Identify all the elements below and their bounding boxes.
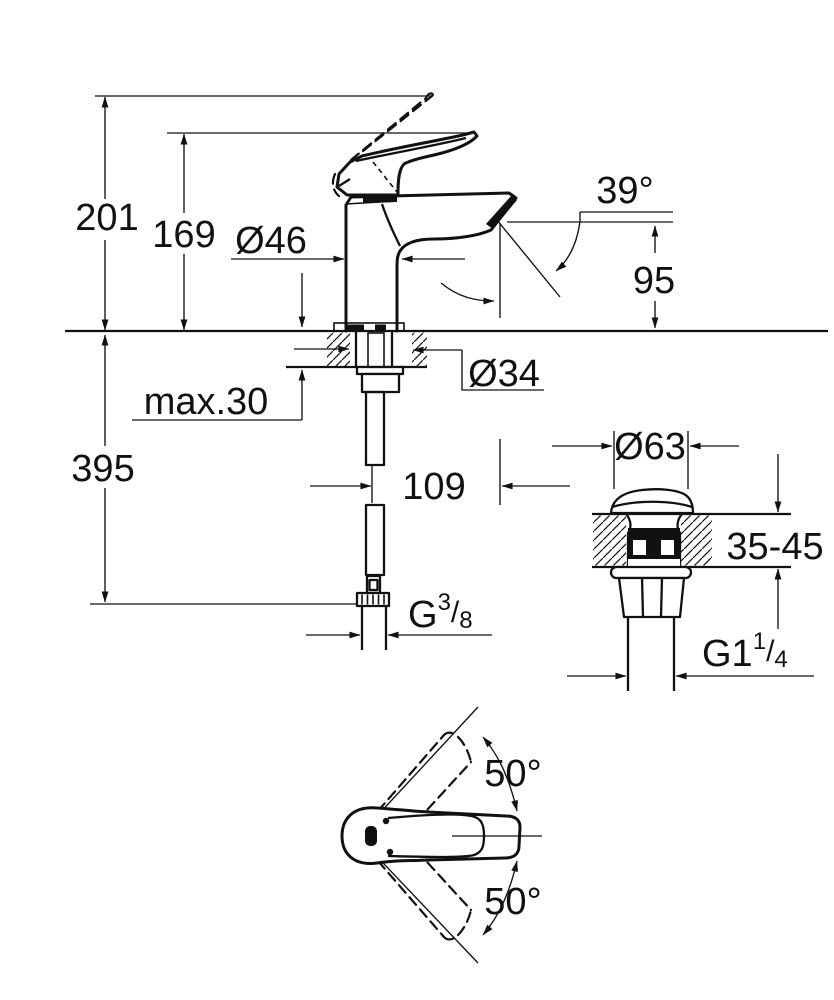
dim-body-diameter-label: Ø46 [235, 220, 307, 262]
dim-total-height: 201 [75, 95, 433, 331]
hose-upper-segment [364, 390, 386, 467]
angle-arc [555, 212, 581, 272]
lever-top-edge-line [355, 136, 467, 163]
dim-deck-thickness-label: max.30 [144, 381, 269, 423]
handle-dot-top [382, 817, 390, 825]
waste-window-left [633, 540, 646, 555]
dim-spout-height-label: 95 [633, 260, 675, 302]
pop-up-waste-assembly [592, 488, 791, 691]
hose-lower-segment [364, 503, 386, 577]
waste-locknut [617, 576, 686, 619]
dim-swivel-up-label: 50° [484, 753, 541, 795]
dim-total-height-label: 201 [75, 197, 138, 239]
handle-top-view: 50° 50° [340, 706, 542, 964]
waste-body-lower [628, 559, 680, 567]
lever-handle-outline [335, 130, 479, 197]
dim-stream-angle: 39° [555, 170, 673, 272]
dim-waste-thread-label: G11/4 [702, 628, 788, 675]
dim-lever-height: 169 [152, 132, 474, 331]
waste-window-right [661, 540, 674, 555]
dim-waste-cap-diameter: Ø63 [552, 426, 739, 489]
water-stream-line [496, 219, 561, 298]
faucet-side-view [331, 92, 673, 505]
spout-direction-arc [440, 282, 495, 305]
mounting-deck-section [65, 329, 828, 369]
body-inner-curve [380, 203, 402, 247]
swivel-arc-lower [482, 860, 518, 936]
aerator-band [486, 196, 517, 229]
handle-slot [365, 826, 377, 846]
basin-hatch-left [593, 515, 626, 566]
dim-supply-thread: G3/8 [306, 589, 492, 639]
base-plate [333, 322, 405, 332]
dim-lever-height-label: 169 [152, 214, 215, 256]
dim-basin-thickness: 35-45 [726, 454, 824, 629]
swivel-arc-upper [482, 736, 518, 812]
stream-angle-geometry [440, 219, 673, 505]
dim-below-deck-length-label: 395 [71, 448, 134, 490]
basin-hatch-right [681, 515, 712, 566]
o34-leader [461, 350, 544, 391]
dim-waste-cap-diameter-label: Ø63 [614, 426, 686, 468]
body-spout-outline [344, 191, 518, 333]
waste-cap-rim [611, 500, 693, 509]
dim-body-diameter: Ø46 [231, 220, 465, 263]
locknut-facets [640, 577, 664, 618]
dim-spout-reach: 109 [310, 466, 570, 508]
dim-stream-angle-label: 39° [596, 170, 653, 212]
supply-hose [355, 390, 391, 650]
dim-below-deck-length: 395 [71, 334, 356, 605]
connector-knurling [361, 594, 385, 605]
dim-supply-thread-label: G3/8 [408, 589, 473, 636]
lever-hidden-line [372, 161, 398, 193]
handle-dot-bottom [386, 848, 394, 856]
dim-waste-thread: G11/4 [567, 628, 814, 680]
dim-hole-diameter: Ø34 [294, 345, 544, 395]
dim-spout-reach-label: 109 [402, 466, 465, 508]
swivel-limit-line-lower [365, 844, 479, 964]
waste-washer [609, 565, 693, 580]
dim-spout-height: 95 [633, 225, 675, 329]
lever-knuckle-line [338, 178, 351, 187]
dim-basin-thickness-label: 35-45 [726, 526, 823, 568]
mounting-nut [360, 372, 401, 394]
dim-hole-diameter-label: Ø34 [468, 353, 540, 395]
hose-end-detail [368, 578, 379, 592]
dim-deck-thickness: max.30 [132, 273, 306, 423]
mounting-shank [354, 332, 405, 394]
dim-swivel-down-label: 50° [484, 881, 541, 923]
